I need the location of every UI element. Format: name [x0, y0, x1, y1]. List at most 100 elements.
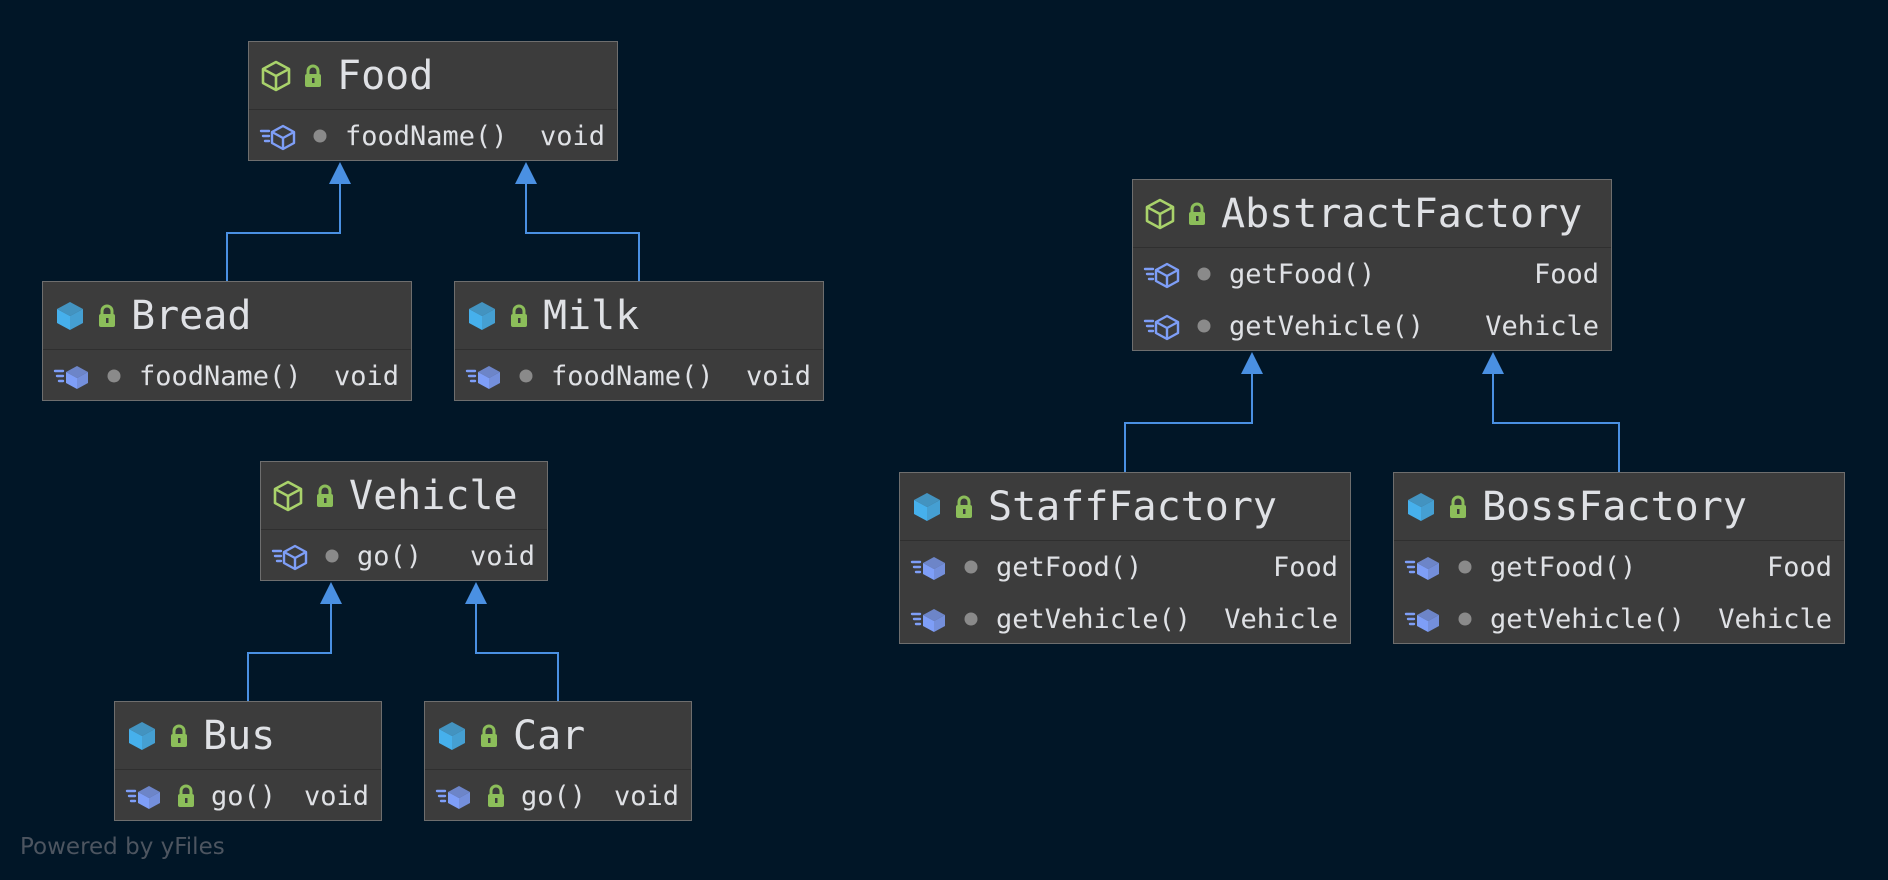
method-return-type: Food — [1272, 551, 1338, 583]
method-icon — [435, 781, 475, 811]
method-return-type: void — [303, 780, 369, 812]
lock-icon — [167, 722, 191, 750]
method-icon — [910, 604, 950, 634]
visibility-dot-icon — [1452, 554, 1478, 580]
method-return-type: Vehicle — [1718, 603, 1832, 635]
node-title: Milk — [543, 292, 640, 339]
method-icon — [1404, 604, 1444, 634]
method-name: go() — [211, 780, 277, 812]
node-header: StaffFactory — [900, 473, 1350, 541]
member-row[interactable]: getFood() Food — [1133, 248, 1611, 300]
node-bread[interactable]: Bread foodName() void — [42, 281, 412, 401]
method-return-type: Vehicle — [1224, 603, 1338, 635]
method-name: getFood() — [996, 551, 1143, 583]
lock-icon — [173, 783, 199, 809]
method-icon — [465, 361, 505, 391]
method-name: foodName() — [551, 360, 714, 392]
node-stafffactory[interactable]: StaffFactory getFood() Food getVehicle()… — [899, 472, 1351, 644]
node-title: Food — [337, 52, 434, 99]
visibility-dot-icon — [319, 543, 345, 569]
method-icon — [125, 781, 165, 811]
method-return-type: Food — [1766, 551, 1832, 583]
node-title: Bread — [131, 292, 252, 339]
method-name: go() — [357, 540, 423, 572]
node-title: StaffFactory — [988, 483, 1277, 530]
visibility-dot-icon — [101, 363, 127, 389]
member-row[interactable]: foodName() void — [249, 110, 617, 162]
member-row[interactable]: go() void — [115, 770, 381, 822]
member-row[interactable]: getVehicle() Vehicle — [1133, 300, 1611, 352]
node-header: Vehicle — [261, 462, 547, 530]
node-milk[interactable]: Milk foodName() void — [454, 281, 824, 401]
inheritance-arrowhead — [465, 582, 487, 604]
node-title: BossFactory — [1482, 483, 1747, 530]
method-icon — [1143, 311, 1183, 341]
lock-icon — [483, 783, 509, 809]
method-icon — [53, 361, 93, 391]
member-row[interactable]: foodName() void — [455, 350, 823, 402]
method-return-type: void — [539, 120, 605, 152]
member-row[interactable]: getFood() Food — [1394, 541, 1844, 593]
method-name: go() — [521, 780, 587, 812]
method-icon — [910, 552, 950, 582]
member-row[interactable]: foodName() void — [43, 350, 411, 402]
lock-icon — [1185, 200, 1209, 228]
method-name: getVehicle() — [1490, 603, 1686, 635]
class-icon — [910, 490, 944, 524]
edge-line — [525, 184, 640, 281]
method-icon — [271, 541, 311, 571]
class-icon — [125, 719, 159, 753]
lock-icon — [1446, 493, 1470, 521]
method-return-type: Vehicle — [1485, 310, 1599, 342]
method-name: getVehicle() — [1229, 310, 1425, 342]
interface-icon — [1143, 197, 1177, 231]
node-title: Bus — [203, 712, 276, 759]
member-row[interactable]: go() void — [425, 770, 691, 822]
node-header: AbstractFactory — [1133, 180, 1611, 248]
method-return-type: void — [333, 360, 399, 392]
class-icon — [53, 299, 87, 333]
node-title: Car — [513, 712, 586, 759]
member-row[interactable]: getVehicle() Vehicle — [1394, 593, 1844, 645]
visibility-dot-icon — [513, 363, 539, 389]
edge-line — [1124, 374, 1253, 472]
member-row[interactable]: getFood() Food — [900, 541, 1350, 593]
node-food[interactable]: Food foodName() void — [248, 41, 618, 161]
method-return-type: void — [469, 540, 535, 572]
visibility-dot-icon — [307, 123, 333, 149]
inheritance-arrowhead — [1482, 352, 1504, 374]
method-name: foodName() — [345, 120, 508, 152]
edge-line — [226, 184, 341, 281]
node-header: Milk — [455, 282, 823, 350]
lock-icon — [313, 482, 337, 510]
node-car[interactable]: Car go() void — [424, 701, 692, 821]
class-icon — [465, 299, 499, 333]
method-name: getFood() — [1229, 258, 1376, 290]
method-return-type: Food — [1533, 258, 1599, 290]
lock-icon — [507, 302, 531, 330]
visibility-dot-icon — [1191, 313, 1217, 339]
node-header: Bus — [115, 702, 381, 770]
node-vehicle[interactable]: Vehicle go() void — [260, 461, 548, 581]
inheritance-edge — [247, 582, 342, 701]
member-row[interactable]: go() void — [261, 530, 547, 582]
node-bossfactory[interactable]: BossFactory getFood() Food getVehicle() … — [1393, 472, 1845, 644]
inheritance-edge — [465, 582, 559, 701]
node-header: Food — [249, 42, 617, 110]
lock-icon — [477, 722, 501, 750]
edge-line — [1492, 374, 1620, 472]
node-header: BossFactory — [1394, 473, 1844, 541]
member-row[interactable]: getVehicle() Vehicle — [900, 593, 1350, 645]
method-icon — [1143, 259, 1183, 289]
visibility-dot-icon — [958, 554, 984, 580]
inheritance-edge — [1124, 352, 1263, 472]
lock-icon — [95, 302, 119, 330]
inheritance-arrowhead — [320, 582, 342, 604]
class-icon — [435, 719, 469, 753]
method-return-type: void — [613, 780, 679, 812]
lock-icon — [952, 493, 976, 521]
node-bus[interactable]: Bus go() void — [114, 701, 382, 821]
lock-icon — [301, 62, 325, 90]
node-header: Car — [425, 702, 691, 770]
node-abstractfactory[interactable]: AbstractFactory getFood() Food getVehicl… — [1132, 179, 1612, 351]
